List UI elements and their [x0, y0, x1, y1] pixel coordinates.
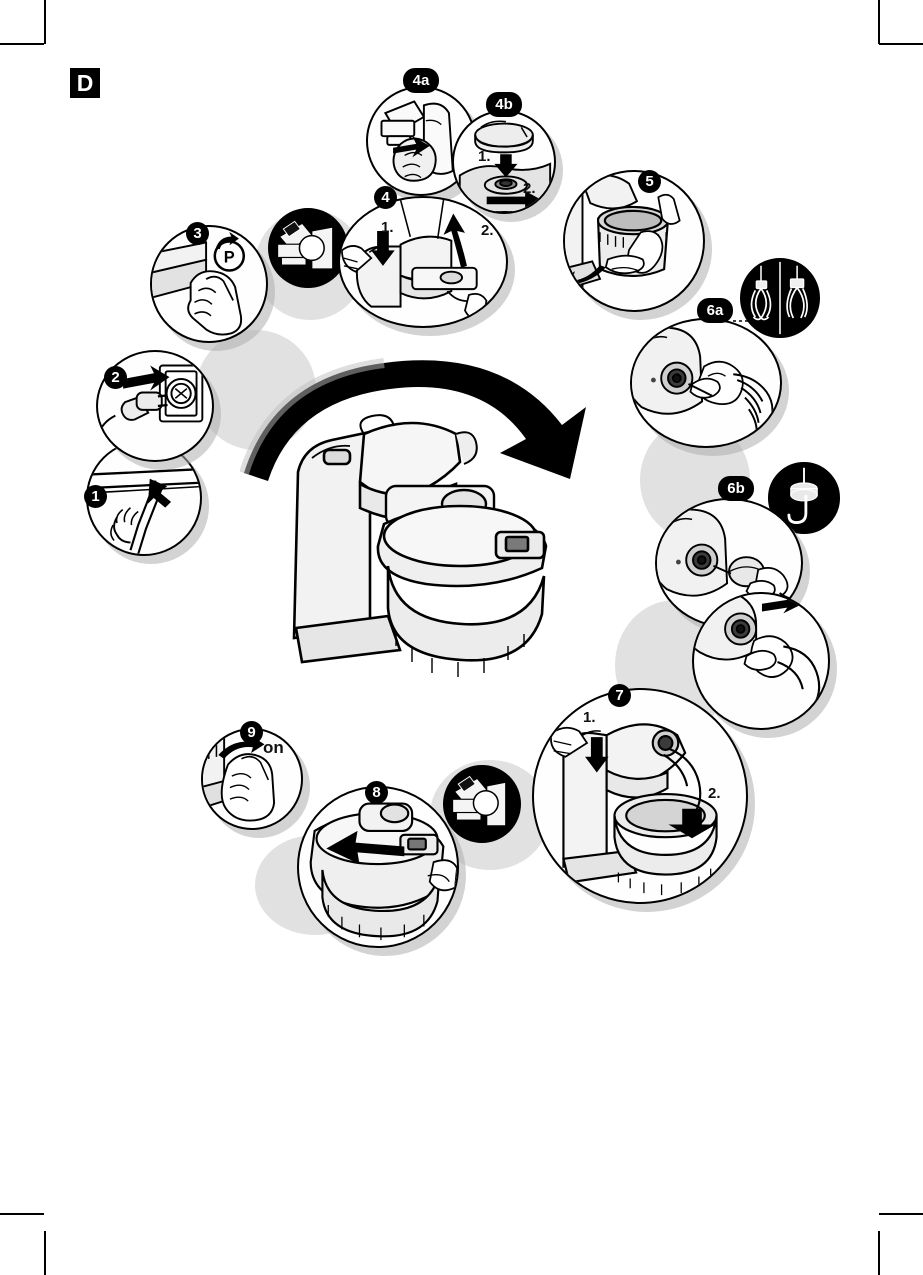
- section-label: D: [70, 68, 100, 98]
- step-panel-3[interactable]: P: [150, 225, 268, 343]
- dark-inset-latch-bottom: [443, 765, 521, 843]
- crop-mark-bottom-left-vertical: [44, 1231, 46, 1275]
- artwork-insert-bowl: [565, 172, 703, 310]
- step-4-sublabel-2: 2.: [481, 222, 494, 239]
- step-badge-6a: 6a: [697, 298, 733, 323]
- step-badge-6b: 6b: [718, 476, 754, 501]
- instruction-flow-diagram: 1 2: [84, 68, 840, 948]
- clockwise-flow-arrow: [239, 355, 610, 485]
- artwork-switch-pulse: P: [152, 227, 266, 341]
- step-panel-5[interactable]: [563, 170, 705, 312]
- artwork-latch-negative-left: [270, 210, 346, 286]
- artwork-lower-swivel-arm: [534, 690, 746, 902]
- dark-inset-tools-6a: [740, 258, 820, 338]
- dark-inset-latch-left: [268, 208, 348, 288]
- svg-text:P: P: [224, 249, 235, 267]
- artwork-insert-whisk: [632, 320, 780, 446]
- step-badge-1: 1: [84, 485, 107, 508]
- artwork-latch-negative-bottom: [445, 767, 519, 841]
- step-7-sublabel-1: 1.: [583, 709, 596, 726]
- step-panel-4b[interactable]: [452, 110, 556, 214]
- step-badge-8: 8: [365, 781, 388, 804]
- step-badge-7: 7: [608, 684, 631, 707]
- step-panel-8[interactable]: [297, 786, 459, 948]
- artwork-release-catch-detail: [368, 88, 474, 194]
- step-badge-4b: 4b: [486, 92, 522, 117]
- step-4b-sublabel-1: 1.: [478, 148, 491, 165]
- artwork-fit-drive-cover: [340, 198, 506, 326]
- crop-mark-top-left-horizontal: [0, 43, 44, 45]
- artwork-plug-socket: [98, 352, 212, 460]
- step-badge-9: 9: [240, 721, 263, 744]
- step-7-sublabel-2: 2.: [708, 785, 721, 802]
- step-4-sublabel-1: 1.: [381, 219, 394, 236]
- crop-mark-top-left-vertical: [44, 0, 46, 44]
- assembled-stand-mixer: [268, 400, 608, 700]
- artwork-drive-cover-lock: [454, 112, 554, 212]
- crop-mark-bottom-right-vertical: [878, 1231, 880, 1275]
- step-badge-4: 4: [374, 186, 397, 209]
- crop-mark-bottom-right-horizontal: [879, 1213, 923, 1215]
- crop-mark-top-right-horizontal: [879, 43, 923, 45]
- step-9-sublabel-on: on: [263, 738, 284, 757]
- artwork-insert-hook: [657, 500, 801, 626]
- crop-mark-top-right-vertical: [878, 0, 880, 44]
- step-panel-6a[interactable]: [630, 318, 782, 448]
- step-panel-9[interactable]: [201, 728, 303, 830]
- step-panel-4[interactable]: [338, 196, 508, 328]
- step-panel-7[interactable]: [532, 688, 748, 904]
- step-badge-2: 2: [104, 366, 127, 389]
- artwork-whisk-beater-negative: [742, 260, 818, 336]
- crop-mark-bottom-left-horizontal: [0, 1213, 44, 1215]
- artwork-hook-engage-detail: [694, 594, 828, 728]
- step-4b-sublabel-2: 2.: [523, 180, 536, 197]
- artwork-attach-lid: [299, 788, 457, 946]
- step-badge-3: 3: [186, 222, 209, 245]
- artwork-switch-on: [203, 730, 301, 828]
- step-badge-4a: 4a: [403, 68, 439, 93]
- step-panel-6b-secondary[interactable]: [692, 592, 830, 730]
- step-badge-5: 5: [638, 170, 661, 193]
- leader-6a: [733, 309, 751, 322]
